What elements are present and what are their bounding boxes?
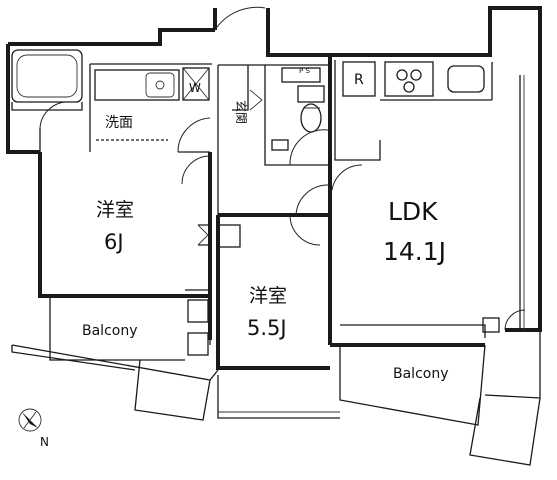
bedroom2-size: 5.5J: [247, 316, 287, 340]
washer-mark: W: [189, 81, 201, 95]
kitchen: [331, 60, 493, 191]
washroom: [89, 63, 212, 153]
bathtub: [11, 49, 83, 152]
balcony2-label: Balcony: [393, 366, 449, 382]
entrance-label: 玄関: [234, 100, 249, 124]
bedroom1-name: 洋室: [96, 199, 134, 221]
balcony1-label: Balcony: [82, 323, 138, 339]
north-arrow: [18, 408, 42, 432]
bedroom-closets: [185, 214, 321, 356]
ps-mark: P S: [299, 67, 310, 75]
washroom-label: 洗面: [105, 115, 133, 131]
entrance-area: [181, 6, 330, 216]
ldk-name: LDK: [388, 197, 438, 226]
north-label: N: [40, 435, 49, 449]
ldk-window: [340, 75, 526, 338]
ldk-size: 14.1J: [383, 237, 446, 266]
fridge-mark: R: [354, 72, 364, 88]
bedroom2-name: 洋室: [249, 285, 287, 307]
bedroom1-size: 6J: [104, 230, 124, 254]
balconies: [11, 296, 541, 466]
